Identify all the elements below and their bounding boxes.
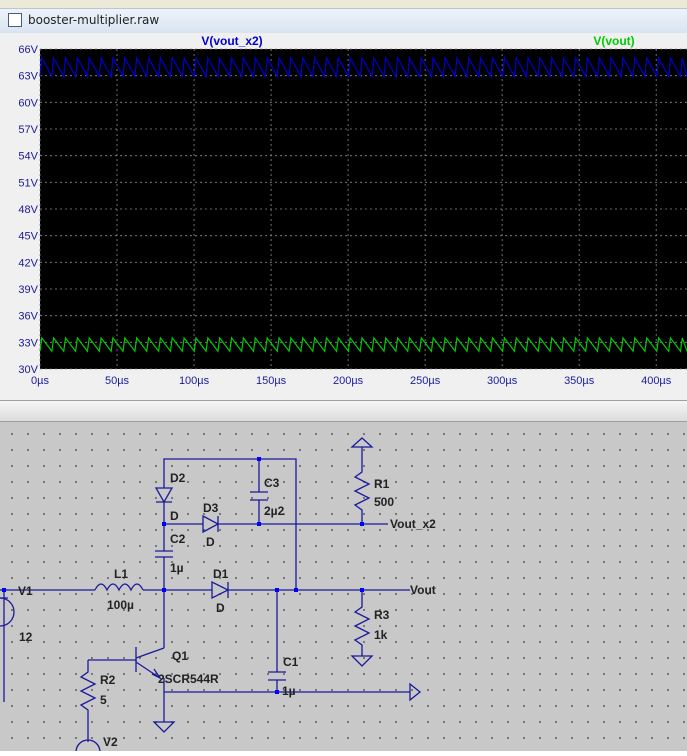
label-c2-value[interactable]: 1µ xyxy=(170,561,184,575)
label-d2[interactable]: D2 xyxy=(170,471,186,485)
label-r2-value[interactable]: 5 xyxy=(100,693,107,707)
y-tick-label: 33V xyxy=(18,337,38,349)
ground-q1[interactable] xyxy=(152,721,176,733)
pane-splitter[interactable] xyxy=(0,400,687,422)
waveform-titlebar[interactable]: booster-multiplier.raw xyxy=(0,8,687,34)
x-tick-label: 50µs xyxy=(105,375,130,387)
label-q1[interactable]: Q1 xyxy=(172,649,188,663)
node-c3 xyxy=(257,522,261,526)
node-r1 xyxy=(360,522,364,526)
y-tick-label: 39V xyxy=(18,284,38,296)
node-c2 xyxy=(162,522,166,526)
source-v1[interactable] xyxy=(0,590,8,702)
y-tick-label: 45V xyxy=(18,231,38,243)
label-r1[interactable]: R1 xyxy=(374,477,390,491)
label-vout-x2[interactable]: Vout_x2 xyxy=(390,517,436,531)
label-r3[interactable]: R3 xyxy=(374,608,390,622)
resistor-r1[interactable] xyxy=(353,450,371,524)
trace-label-vout-x2[interactable]: V(vout_x2) xyxy=(201,34,262,48)
resistor-r2[interactable] xyxy=(79,660,97,742)
label-v1[interactable]: V1 xyxy=(18,584,33,598)
label-d1-model[interactable]: D xyxy=(216,601,225,615)
label-c3[interactable]: C3 xyxy=(264,476,280,490)
node-r3 xyxy=(360,588,364,592)
x-tick-label: 400µs xyxy=(641,375,672,387)
label-c3-value[interactable]: 2µ2 xyxy=(264,504,285,518)
x-tick-label: 150µs xyxy=(256,375,287,387)
x-tick-label: 200µs xyxy=(333,375,364,387)
power-r1[interactable] xyxy=(350,437,374,450)
schematic-drawing[interactable]: D2 D D3 D C3 2µ2 R1 500 C2 1µ L1 100µ D1… xyxy=(0,422,687,756)
label-d1[interactable]: D1 xyxy=(213,567,229,581)
capacitor-c3[interactable] xyxy=(250,491,268,501)
label-d2-model[interactable]: D xyxy=(170,509,179,523)
label-d3[interactable]: D3 xyxy=(203,501,219,515)
label-r2[interactable]: R2 xyxy=(100,673,116,687)
ground-r3[interactable] xyxy=(350,655,374,667)
y-tick-label: 63V xyxy=(18,71,38,83)
y-tick-label: 36V xyxy=(18,311,38,323)
node-top xyxy=(257,457,261,461)
ground-arrow[interactable] xyxy=(409,682,422,702)
transistor-q1-arrow[interactable] xyxy=(151,668,162,680)
x-tick-label: 350µs xyxy=(564,375,595,387)
wire-r2[interactable] xyxy=(88,659,137,662)
y-tick-label: 57V xyxy=(18,124,38,136)
node-join xyxy=(294,588,298,592)
node-l1 xyxy=(162,588,166,592)
x-tick-label: 0µs xyxy=(31,375,49,387)
label-c1[interactable]: C1 xyxy=(283,655,299,669)
node-gnd xyxy=(275,690,279,694)
label-q1-model[interactable]: 2SCR544R xyxy=(158,672,219,686)
node-v1 xyxy=(2,588,6,592)
waveform-window: booster-multiplier.raw 66V 63V 60V 57V 54V 51… xyxy=(0,0,687,400)
label-v1-value[interactable]: 12 xyxy=(19,630,33,644)
waveform-plot[interactable]: 66V63V60V57V54V51V48V45V42V39V36V33V30V … xyxy=(0,33,687,400)
diode-d3[interactable] xyxy=(202,514,220,534)
label-l1-value[interactable]: 100µ xyxy=(107,598,134,612)
label-v2[interactable]: V2 xyxy=(103,735,118,749)
label-r3-value[interactable]: 1k xyxy=(374,628,388,642)
label-l1[interactable]: L1 xyxy=(114,567,128,581)
label-c1-value[interactable]: 1µ xyxy=(282,684,296,698)
trace-label-vout[interactable]: V(vout) xyxy=(593,34,634,48)
x-tick-label: 250µs xyxy=(410,375,441,387)
y-tick-label: 54V xyxy=(18,151,38,163)
y-tick-label: 48V xyxy=(18,204,38,216)
diode-d1[interactable] xyxy=(211,580,230,600)
x-tick-label: 100µs xyxy=(179,375,210,387)
series-line-vout-x2[interactable] xyxy=(39,55,687,79)
diode-d2[interactable] xyxy=(154,487,174,504)
x-tick-label: 300µs xyxy=(487,375,518,387)
y-tick-label: 30V xyxy=(18,364,38,376)
schematic-canvas[interactable]: D2 D D3 D C3 2µ2 R1 500 C2 1µ L1 100µ D1… xyxy=(0,422,687,756)
y-tick-label: 42V xyxy=(18,257,38,269)
y-tick-label: 66V xyxy=(18,44,38,56)
label-d3-model[interactable]: D xyxy=(206,535,215,549)
capacitor-c2[interactable] xyxy=(155,550,173,558)
capacitor-c1[interactable] xyxy=(268,671,286,681)
label-r1-value[interactable]: 500 xyxy=(374,495,394,509)
inductor-l1[interactable] xyxy=(94,583,144,592)
node-c1 xyxy=(275,588,279,592)
window-title: booster-multiplier.raw xyxy=(28,13,160,27)
source-v1-body[interactable] xyxy=(0,597,15,627)
waveform-file-icon xyxy=(8,13,22,27)
y-tick-label: 60V xyxy=(18,97,38,109)
y-tick-label: 51V xyxy=(18,177,38,189)
label-c2[interactable]: C2 xyxy=(170,532,186,546)
label-vout[interactable]: Vout xyxy=(410,583,436,597)
series-line-vout[interactable] xyxy=(39,336,687,353)
resistor-r3[interactable] xyxy=(353,590,371,656)
